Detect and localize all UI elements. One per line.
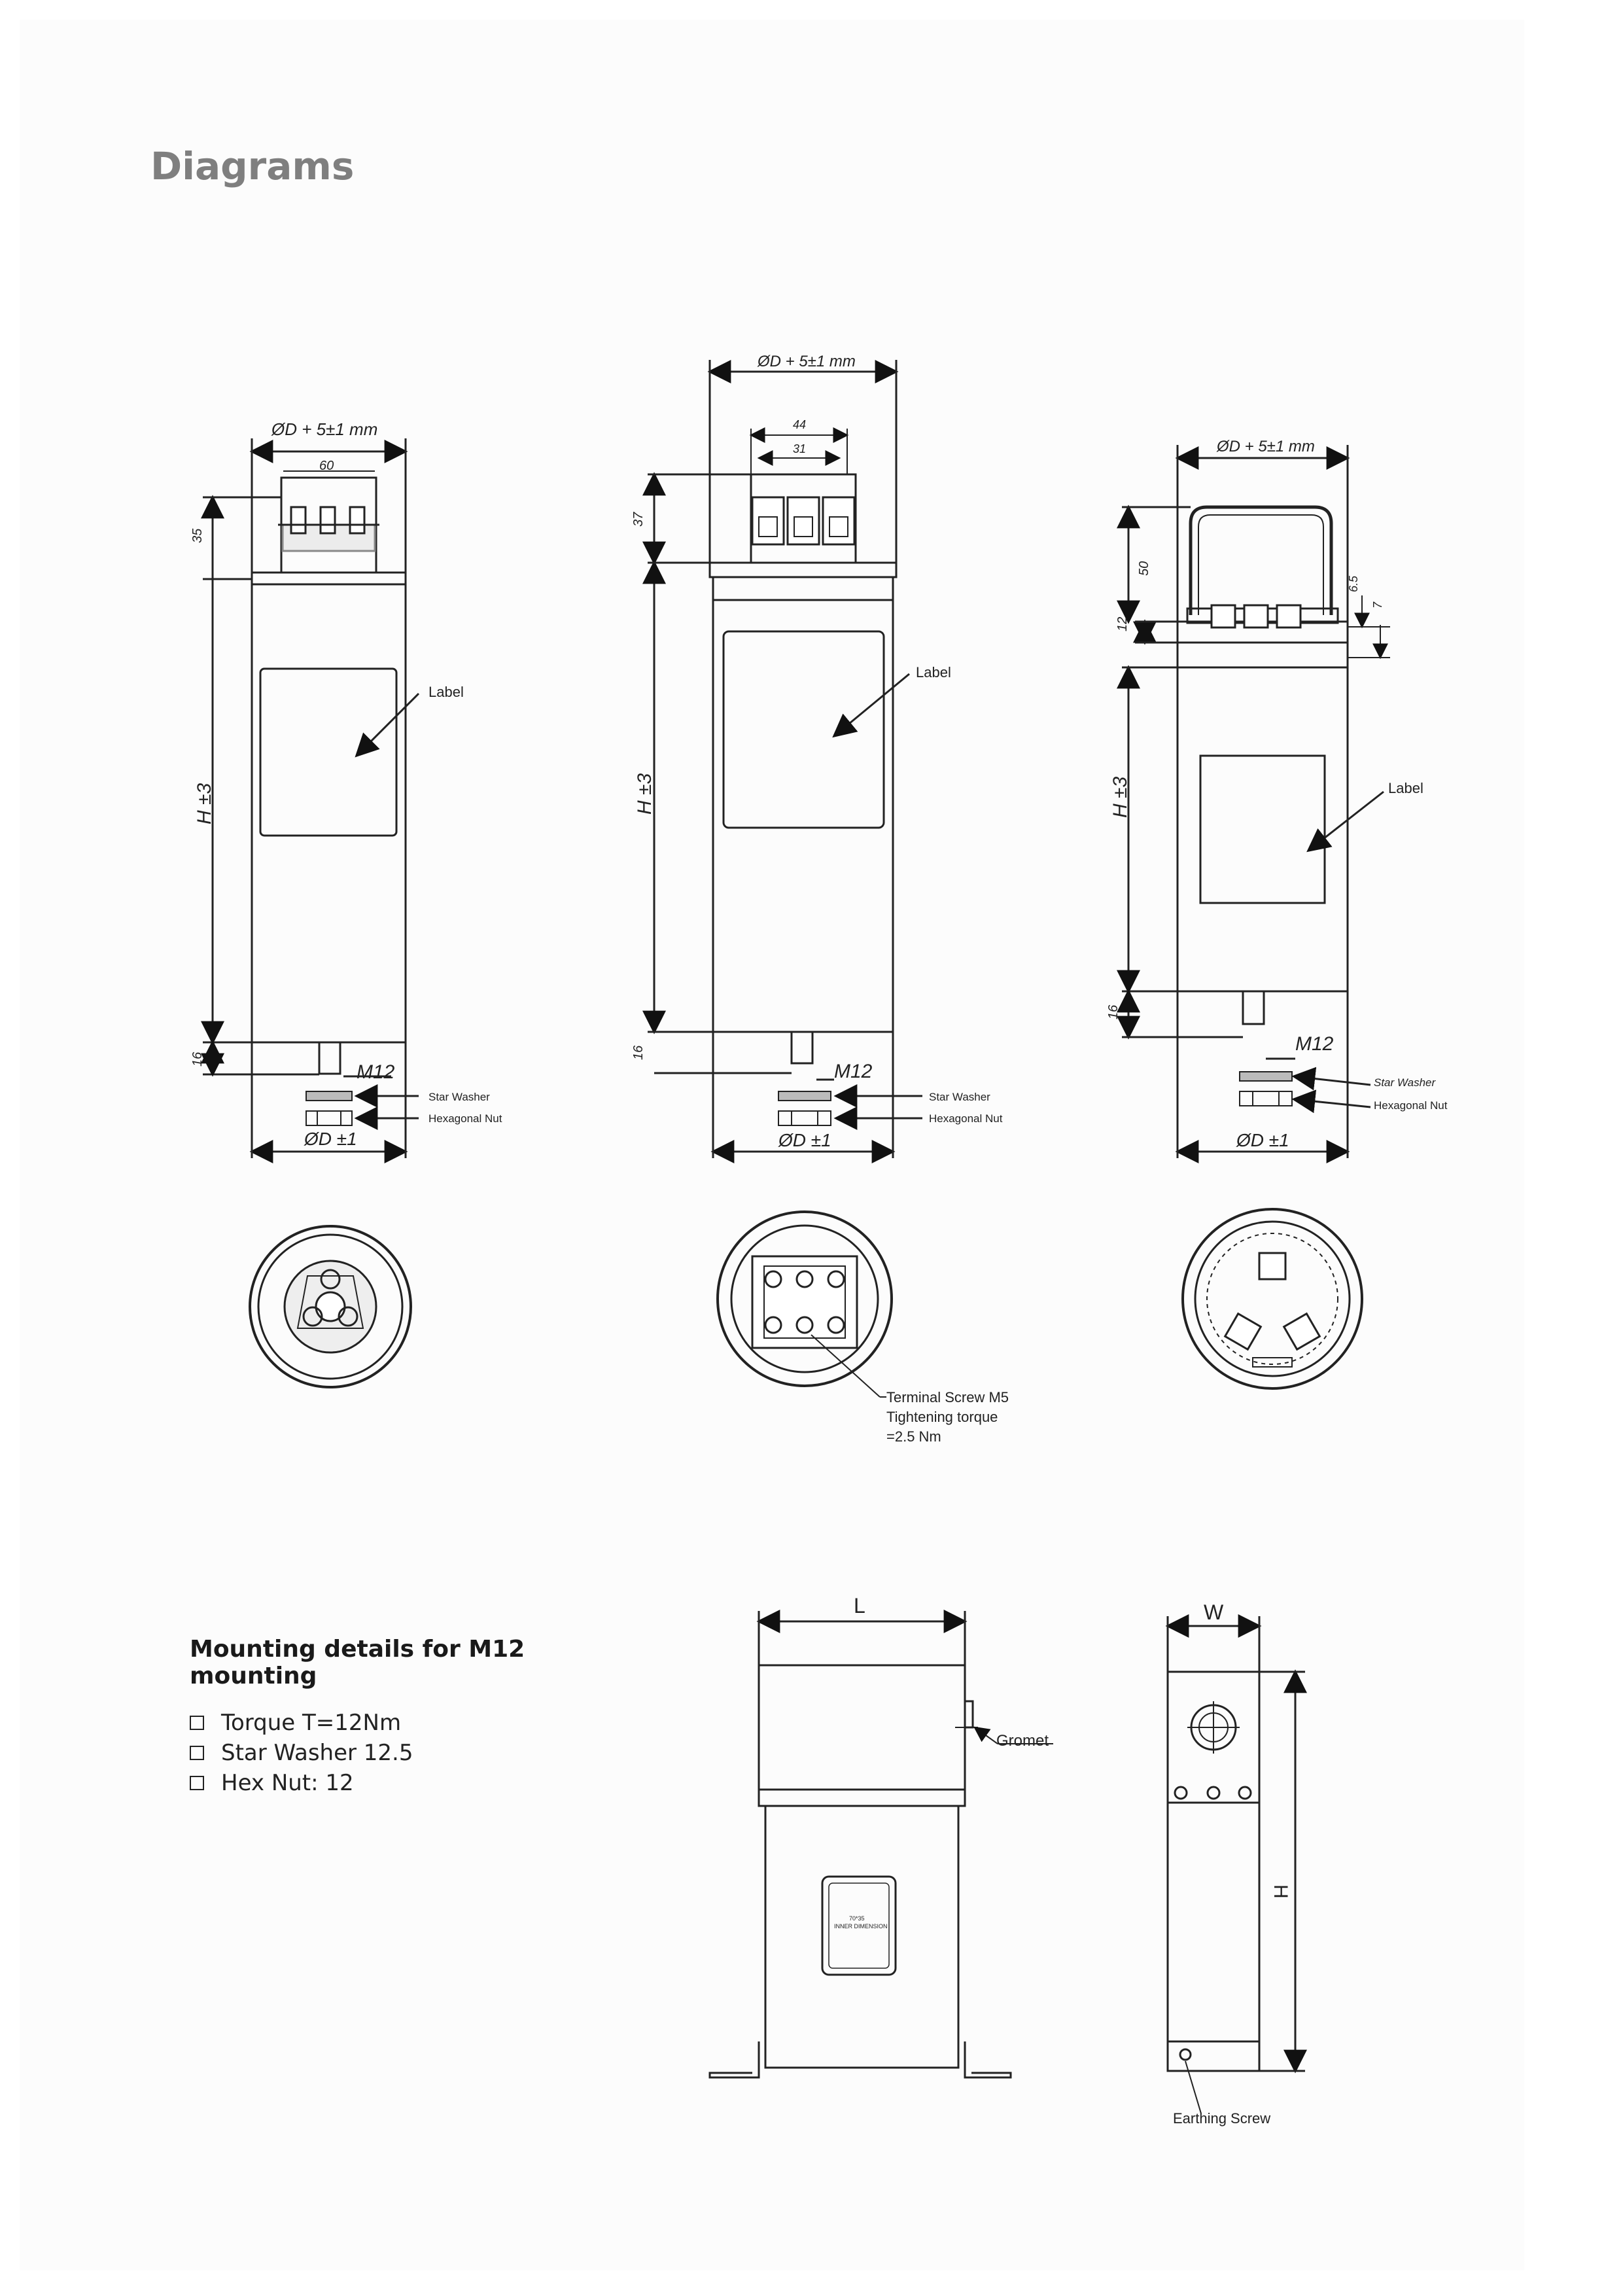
unit2-top-view [716, 1210, 893, 1398]
unit2-od-bottom: ØD ±1 [778, 1130, 831, 1150]
mounting-item-text: Star Washer 12.5 [221, 1740, 413, 1766]
box-unit-front-labels: L Gromet 70*35 INNER DIMENSION [834, 1594, 1049, 1930]
box-plate-line2: INNER DIMENSION [834, 1923, 888, 1930]
checkbox-square-icon [190, 1776, 204, 1790]
unit3-dim-50: 50 [1137, 561, 1151, 576]
box-unit-side-view [1165, 1614, 1307, 2114]
unit2-side-view [642, 360, 922, 1163]
unit3-dim-7: 7 [1371, 601, 1384, 609]
mounting-heading: Mounting details for M12 mounting [190, 1636, 525, 1689]
unit3-labels: ØD + 5±1 mm 50 12 6.5 7 H ±3 16 M12 Labe… [1106, 438, 1448, 1150]
unit2-dim-44: 44 [793, 418, 806, 431]
page-title: Diagrams [150, 144, 355, 188]
unit2-dim-16: 16 [631, 1045, 646, 1060]
unit1-od-bottom: ØD ±1 [304, 1129, 357, 1149]
unit1-star-washer: Star Washer [428, 1091, 490, 1103]
checkbox-square-icon [190, 1716, 204, 1730]
unit3-od-top: ØD + 5±1 mm [1216, 438, 1315, 455]
unit2-terminal-note-line3: =2.5 Nm [886, 1428, 941, 1445]
checkbox-square-icon [190, 1746, 204, 1760]
box-length-label: L [854, 1594, 865, 1617]
box-gromet-label: Gromet [996, 1732, 1049, 1750]
unit3-top-view [1181, 1208, 1363, 1390]
unit3-terminals [1210, 604, 1302, 629]
unit2-terminal-note-line2: Tightening torque [886, 1409, 998, 1425]
unit2-terminal-note-line1: Terminal Screw M5 [886, 1389, 1009, 1405]
unit2-labels: ØD + 5±1 mm 44 31 37 H ±3 16 M12 Label S… [631, 353, 1003, 1150]
unit3-hex-nut: Hexagonal Nut [1374, 1099, 1448, 1112]
unit3-side-view [1117, 445, 1390, 1163]
unit1-od-top: ØD + 5±1 mm [271, 419, 377, 439]
mounting-item-text: Hex Nut: 12 [221, 1770, 354, 1796]
unit1-height: H ±3 [194, 783, 215, 824]
unit3-dim-12: 12 [1115, 617, 1130, 631]
unit1-hex-nut: Hexagonal Nut [428, 1112, 502, 1125]
unit2-od-top: ØD + 5±1 mm [757, 353, 856, 370]
unit2-dim-31: 31 [793, 442, 806, 455]
unit2-label-callout: Label [916, 664, 951, 680]
box-unit-front-view [708, 1610, 1053, 2079]
box-plate-line1: 70*35 [849, 1915, 865, 1922]
unit3-dim-16: 16 [1106, 1004, 1121, 1019]
unit1-top-view [249, 1225, 412, 1388]
box-earthing-label: Earthing Screw [1173, 2110, 1270, 2127]
list-item: Hex Nut: 12 [190, 1768, 608, 1798]
unit1-terminal-studs [278, 506, 379, 535]
unit3-star-washer: Star Washer [1374, 1076, 1437, 1089]
box-unit-side-labels: W H Earthing Screw [1173, 1600, 1291, 2127]
unit1-side-view [201, 438, 420, 1163]
unit2-dim-37: 37 [631, 512, 646, 527]
box-height-label: H [1270, 1884, 1291, 1899]
list-item: Star Washer 12.5 [190, 1738, 608, 1768]
mounting-list: Torque T=12Nm Star Washer 12.5 Hex Nut: … [190, 1708, 608, 1798]
unit1-dim-35: 35 [190, 528, 205, 543]
unit2-thread: M12 [834, 1061, 873, 1082]
list-item: Torque T=12Nm [190, 1708, 608, 1738]
unit1-dim-16: 16 [190, 1051, 205, 1067]
unit2-star-washer: Star Washer [929, 1091, 990, 1103]
box-width-label: W [1204, 1600, 1224, 1624]
unit3-od-bottom: ØD ±1 [1236, 1130, 1289, 1150]
mounting-details: Mounting details for M12 mounting Torque… [190, 1636, 608, 1798]
unit2-terminal-note: Terminal Screw M5 Tightening torque =2.5… [886, 1389, 1009, 1445]
unit3-label-callout: Label [1388, 780, 1423, 796]
unit1-terminal-width: 60 [319, 459, 334, 473]
unit2-height: H ±3 [634, 773, 655, 815]
unit2-terminal-blocks [751, 496, 856, 546]
unit1-labels: ØD + 5±1 mm 60 35 H ±3 16 M12 Label Star… [190, 419, 502, 1149]
unit3-dim-6-5: 6.5 [1347, 575, 1360, 592]
unit2-hex-nut: Hexagonal Nut [929, 1112, 1003, 1125]
unit1-thread: M12 [357, 1061, 395, 1083]
mounting-item-text: Torque T=12Nm [221, 1710, 402, 1736]
unit3-thread: M12 [1295, 1033, 1334, 1055]
unit1-label-callout: Label [428, 684, 464, 700]
unit3-height: H ±3 [1109, 777, 1131, 818]
